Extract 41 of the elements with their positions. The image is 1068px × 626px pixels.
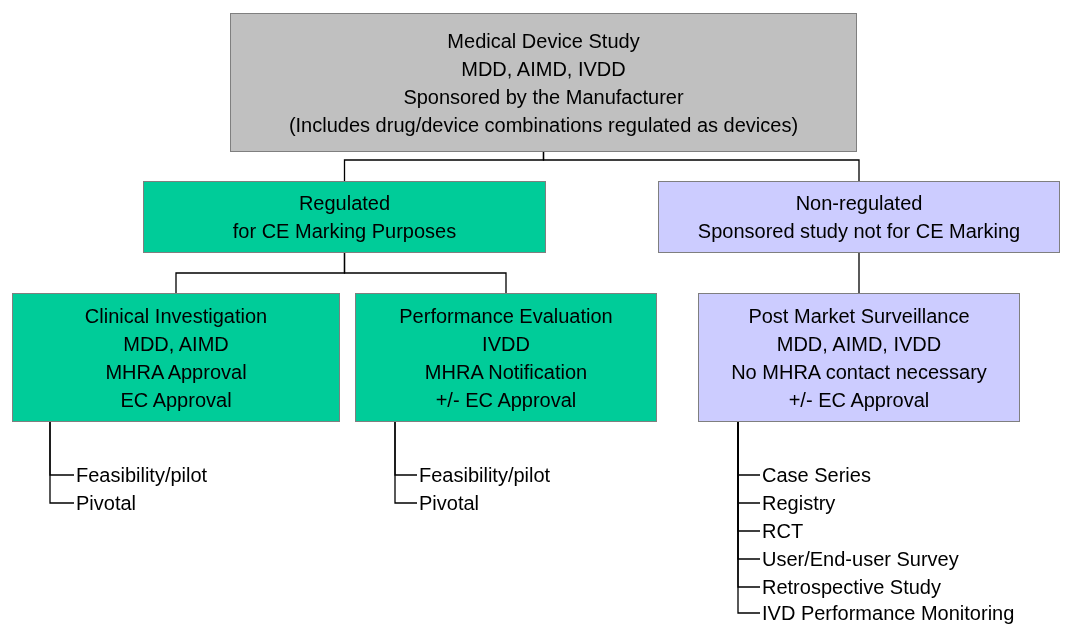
box-text: Clinical Investigation bbox=[84, 303, 268, 329]
box-text: MDD, AIMD bbox=[123, 331, 229, 357]
item-label: Feasibility/pilot bbox=[76, 463, 208, 488]
box-text: (Includes drug/device combinations regulated as devices) bbox=[288, 112, 799, 138]
item-label: User/End-user Survey bbox=[762, 547, 959, 572]
connector-line bbox=[858, 252, 860, 294]
box-text: No MHRA contact necessary bbox=[731, 359, 987, 385]
category-box bbox=[12, 293, 340, 422]
box-text: MDD, AIMD, IVDD bbox=[461, 56, 626, 82]
box-text: MHRA Approval bbox=[105, 359, 247, 385]
connector-line bbox=[542, 151, 860, 182]
box-text: for CE Marking Purposes bbox=[232, 219, 457, 244]
box-text: Medical Device Study bbox=[447, 28, 640, 54]
connector-line bbox=[49, 421, 75, 504]
box-text: MHRA Notification bbox=[424, 359, 588, 385]
connector-line bbox=[394, 421, 418, 504]
item-label: RCT bbox=[762, 519, 804, 544]
item-label: Case Series bbox=[762, 463, 871, 488]
box-text: Non-regulated bbox=[795, 191, 923, 216]
box-text: IVDD bbox=[482, 331, 530, 357]
connector-line bbox=[343, 252, 507, 294]
box-text: EC Approval bbox=[120, 387, 232, 413]
box-text: Post Market Surveillance bbox=[748, 303, 970, 329]
box-text: Regulated bbox=[298, 191, 391, 216]
item-label: IVD Performance Monitoring bbox=[762, 601, 1015, 626]
category-box bbox=[658, 181, 1060, 253]
box-text: Performance Evaluation bbox=[399, 303, 613, 329]
item-label: Pivotal bbox=[76, 491, 137, 516]
category-box bbox=[698, 293, 1020, 422]
category-box bbox=[143, 181, 546, 253]
item-label: Feasibility/pilot bbox=[419, 463, 551, 488]
box-text: +/- EC Approval bbox=[435, 387, 577, 413]
item-label: Retrospective Study bbox=[762, 575, 941, 600]
box-text: Sponsored study not for CE Marking bbox=[697, 219, 1021, 244]
item-label: Pivotal bbox=[419, 491, 480, 516]
box-text: MDD, AIMD, IVDD bbox=[776, 331, 942, 357]
box-text: Sponsored by the Manufacturer bbox=[403, 84, 684, 110]
category-box bbox=[355, 293, 657, 422]
box-text: +/- EC Approval bbox=[788, 387, 930, 413]
study-type-box bbox=[230, 13, 857, 152]
item-label: Registry bbox=[762, 491, 836, 516]
